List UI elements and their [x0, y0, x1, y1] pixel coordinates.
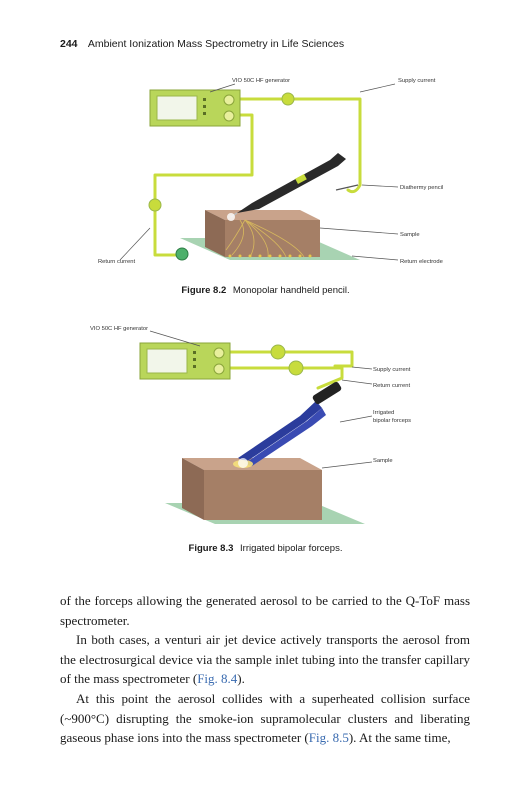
figure-caption-8-2: Figure 8.2 Monopolar handheld pencil. — [0, 285, 531, 296]
label-return-current: Return current — [373, 383, 410, 389]
figure-caption-text: Irrigated bipolar forceps. — [240, 543, 343, 554]
figure-caption-text: Monopolar handheld pencil. — [232, 285, 350, 296]
paragraph-2: In both cases, a venturi air jet device … — [60, 630, 470, 689]
running-title: Ambient Ionization Mass Spectrometry in … — [87, 38, 345, 50]
supply-connector — [270, 344, 286, 360]
forceps — [233, 381, 342, 468]
return-pad-connector — [175, 247, 189, 261]
figure-reference-link[interactable]: Fig. 8.5 — [308, 730, 349, 746]
label-return-electrode: Return electrode — [400, 259, 443, 265]
paragraph-2-tail: ). — [237, 671, 245, 687]
figure-reference-link[interactable]: Fig. 8.4 — [197, 671, 238, 687]
page-number: 244 — [60, 38, 78, 50]
label-sample: Sample — [373, 458, 393, 464]
label-forceps-line2: bipolar forceps — [373, 418, 411, 424]
figure-caption-8-3: Figure 8.3 Irrigated bipolar forceps. — [0, 543, 531, 554]
paragraph-3: At this point the aerosol collides with … — [60, 689, 470, 748]
figure-monopolar-pencil: VIO 50C HF generator Supply current Diat… — [98, 78, 443, 265]
supply-connector — [281, 92, 295, 106]
paragraph-3-tail: ). At the same time, — [348, 730, 451, 746]
wire-loop — [226, 350, 354, 390]
figure-number: Figure 8.2 — [181, 285, 227, 296]
hf-generator — [149, 89, 241, 127]
return-connector — [288, 360, 304, 376]
return-connector — [148, 198, 162, 212]
running-header: 244 Ambient Ionization Mass Spectrometry… — [60, 38, 344, 50]
label-generator: VIO 50C HF generator — [232, 78, 290, 84]
label-return-current: Return current — [98, 259, 135, 265]
label-sample: Sample — [400, 232, 420, 238]
wire-loop — [153, 97, 362, 257]
paragraph-2-text: In both cases, a venturi air jet device … — [60, 632, 470, 687]
body-text: of the forceps allowing the generated ae… — [60, 591, 470, 748]
label-generator: VIO 50C HF generator — [90, 326, 148, 332]
label-supply-current: Supply current — [398, 78, 436, 84]
figure-bipolar-forceps: VIO 50C HF generator Supply current Retu… — [90, 326, 411, 524]
paragraph-1: of the forceps allowing the generated ae… — [60, 593, 470, 628]
tissue-sample — [205, 210, 320, 258]
figure-number: Figure 8.3 — [188, 543, 234, 554]
label-forceps-line1: Irrigated — [373, 410, 394, 416]
label-supply-current: Supply current — [373, 367, 411, 373]
tissue-sample — [182, 458, 322, 520]
hf-generator — [139, 342, 231, 380]
paragraph-3-text: At this point the aerosol collides with … — [60, 690, 470, 746]
diathermy-pencil — [227, 153, 346, 221]
label-diathermy-pencil: Diathermy pencil — [400, 185, 443, 191]
